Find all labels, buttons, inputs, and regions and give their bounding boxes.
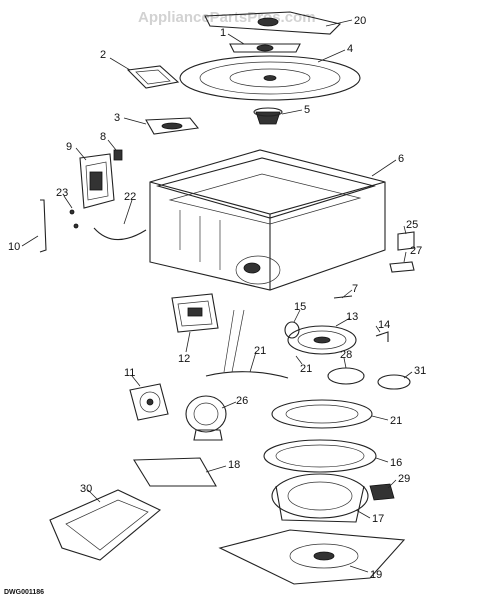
callout-17[interactable]: 17 xyxy=(372,513,384,525)
callout-25[interactable]: 25 xyxy=(406,219,418,231)
part-23-wire-harness[interactable] xyxy=(93,227,147,241)
callout-29[interactable]: 29 xyxy=(398,473,410,485)
callout-18[interactable]: 18 xyxy=(228,459,240,471)
part-31-ring[interactable] xyxy=(377,374,411,390)
callout-16[interactable]: 16 xyxy=(390,457,402,469)
callout-9[interactable]: 9 xyxy=(66,141,72,153)
callout-11[interactable]: 11 xyxy=(124,367,135,379)
callout-15[interactable]: 15 xyxy=(294,301,306,313)
callout-7[interactable]: 7 xyxy=(352,283,358,295)
part-20-upper-spray-arm[interactable] xyxy=(204,11,342,35)
part-14-clip[interactable] xyxy=(375,331,389,342)
callout-1[interactable]: 1 xyxy=(220,27,226,39)
callout-13[interactable]: 13 xyxy=(346,311,358,323)
part-2-cover[interactable] xyxy=(126,65,180,89)
part-5-impeller[interactable] xyxy=(253,107,283,125)
callout-12[interactable]: 12 xyxy=(178,353,190,365)
callout-24[interactable]: 23 xyxy=(56,187,68,199)
part-18-bracket[interactable] xyxy=(133,457,217,487)
part-1-spray-arm-hub[interactable] xyxy=(229,43,301,53)
part-9-control-module[interactable] xyxy=(79,153,115,209)
callout-23[interactable]: 22 xyxy=(124,191,136,203)
callout-6[interactable]: 6 xyxy=(398,153,404,165)
callout-19[interactable]: 19 xyxy=(370,569,382,581)
part-28-ring[interactable] xyxy=(327,367,365,385)
part-25-plate[interactable] xyxy=(397,231,415,251)
part-4-filter-plate[interactable] xyxy=(179,55,361,101)
part-30-base-pan[interactable] xyxy=(49,489,162,561)
callout-2[interactable]: 2 xyxy=(100,49,106,61)
part-11-fan[interactable] xyxy=(129,383,169,421)
callout-3[interactable]: 3 xyxy=(114,112,120,124)
part-29-clip[interactable] xyxy=(369,483,395,501)
part-26-pump-housing[interactable] xyxy=(185,395,227,441)
part-10-rod[interactable] xyxy=(39,199,47,253)
part-13-motor[interactable] xyxy=(287,325,357,355)
callout-4[interactable]: 4 xyxy=(347,43,353,55)
part-3-bracket[interactable] xyxy=(145,117,200,135)
callout-10[interactable]: 10 xyxy=(8,241,20,253)
part-6-tub[interactable] xyxy=(149,149,386,291)
callout-5[interactable]: 5 xyxy=(304,104,310,116)
callout-21b[interactable]: 21 xyxy=(390,415,402,427)
callout-28[interactable]: 28 xyxy=(340,349,352,361)
part-22-wire[interactable] xyxy=(205,309,289,379)
callout-8[interactable]: 8 xyxy=(100,131,106,143)
part-24-clips[interactable] xyxy=(69,209,79,229)
callout-22[interactable]: 21 xyxy=(254,345,266,357)
part-16-seal-ring[interactable] xyxy=(263,439,377,473)
part-19-bottom-tray[interactable] xyxy=(218,529,406,585)
callout-26[interactable]: 26 xyxy=(236,395,248,407)
callout-14[interactable]: 14 xyxy=(378,319,390,331)
part-12-circuit-board[interactable] xyxy=(171,293,219,333)
drawing-code: DWG001186 xyxy=(4,589,44,596)
callout-30[interactable]: 30 xyxy=(80,483,92,495)
callout-20[interactable]: 20 xyxy=(354,15,366,27)
callout-21a[interactable]: 21 xyxy=(300,363,312,375)
callout-27[interactable]: 27 xyxy=(410,245,422,257)
part-17-base-frame[interactable] xyxy=(271,473,369,523)
part-8-switch[interactable] xyxy=(113,149,123,161)
callout-31[interactable]: 31 xyxy=(414,365,426,377)
part-21-gasket[interactable] xyxy=(271,399,373,429)
part-27-latch[interactable] xyxy=(389,261,415,273)
